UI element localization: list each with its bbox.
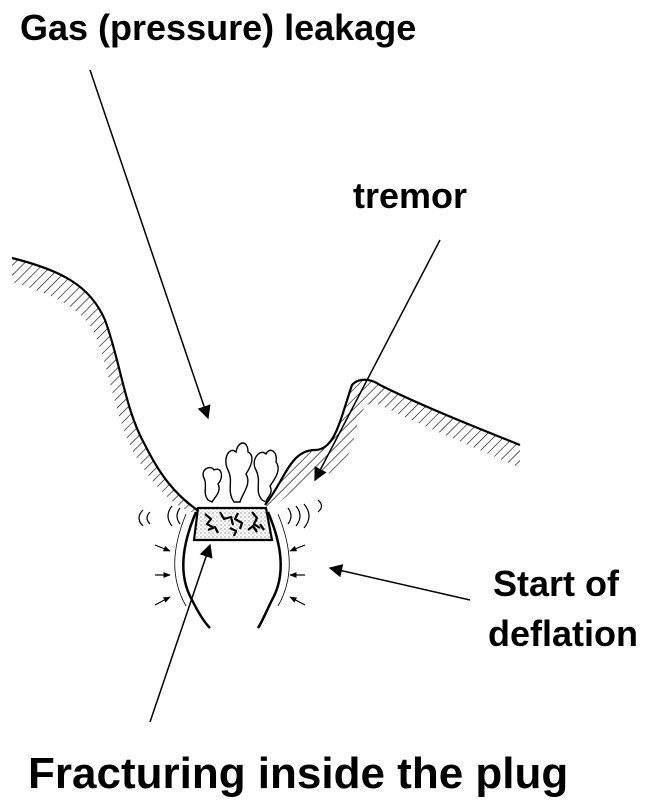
right-flank <box>265 380 520 510</box>
deflation-arrow <box>330 568 470 600</box>
tremor-arrow <box>315 240 440 480</box>
gas-leakage-label: Gas (pressure) leakage <box>20 10 416 46</box>
callout-arrows <box>90 70 470 722</box>
fracturing-arrow <box>150 545 210 722</box>
gas-plumes <box>203 443 278 502</box>
left-flank <box>12 258 200 512</box>
fractured-plug <box>194 508 272 540</box>
start-of-deflation-label-line1: Start of <box>493 566 619 602</box>
fracturing-label: Fracturing inside the plug <box>28 752 568 796</box>
start-of-deflation-label-line2: deflation <box>488 616 638 652</box>
tremor-label: tremor <box>353 178 467 214</box>
